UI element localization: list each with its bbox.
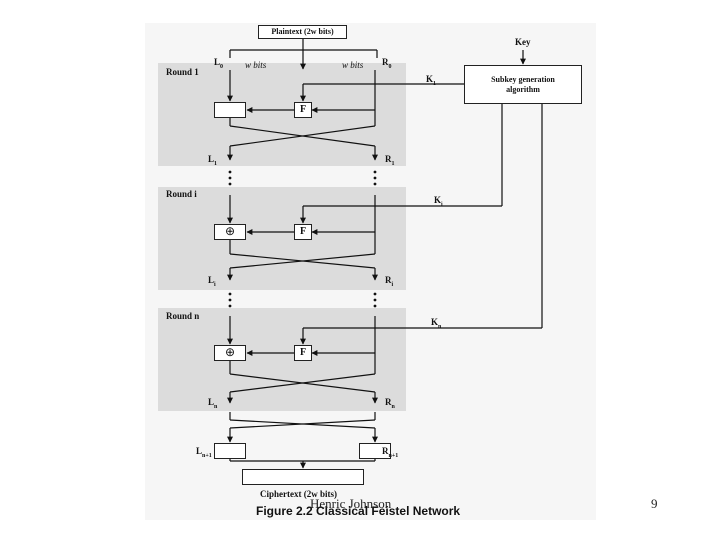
w-bits-left-label: w bits bbox=[245, 60, 267, 70]
label-rn1-base: R bbox=[382, 446, 389, 456]
round-1-f-label: F bbox=[299, 104, 307, 116]
label-k1: K1 bbox=[426, 75, 436, 87]
label-r0-sub: 0 bbox=[388, 63, 392, 70]
label-r1-sub: 1 bbox=[391, 160, 395, 167]
label-li-sub: i bbox=[214, 281, 216, 288]
round-n-xor-icon: ⊕ bbox=[224, 345, 236, 360]
label-l1-sub: 1 bbox=[214, 160, 218, 167]
label-rn1: Rn+1 bbox=[382, 447, 398, 459]
label-k1-base: K bbox=[426, 74, 434, 84]
round-1-panel bbox=[158, 63, 406, 166]
label-ln: Ln bbox=[208, 398, 217, 410]
ciphertext-box bbox=[242, 469, 364, 485]
label-k1-sub: 1 bbox=[433, 80, 437, 87]
label-ki-sub: i bbox=[441, 201, 443, 208]
output-right-box bbox=[359, 443, 391, 459]
plaintext-box: Plaintext (2w bits) bbox=[258, 25, 347, 39]
round-1-f-box: F bbox=[294, 102, 312, 118]
round-i-xor-box: ⊕ bbox=[214, 224, 246, 240]
ciphertext-label: Ciphertext (2w bits) bbox=[260, 489, 337, 499]
subkey-generation-box: Subkey generation algorithm bbox=[464, 65, 582, 104]
label-l0-base: L bbox=[214, 57, 221, 67]
round-i-xor-icon: ⊕ bbox=[224, 224, 236, 239]
round-n-title: Round n bbox=[166, 311, 200, 321]
label-rn-sub: n bbox=[391, 403, 395, 410]
label-r1-base: R bbox=[385, 154, 392, 164]
label-ln1-sub: n+1 bbox=[202, 452, 212, 459]
figure-caption: Figure 2.2 Classical Feistel Network bbox=[256, 504, 461, 518]
label-rn: Rn bbox=[385, 398, 395, 410]
label-ln1: Ln+1 bbox=[196, 447, 212, 459]
round-i-f-box: F bbox=[294, 224, 312, 240]
w-bits-right-label: w bits bbox=[342, 60, 364, 70]
label-ln-sub: n bbox=[214, 403, 218, 410]
label-li: Li bbox=[208, 276, 216, 288]
label-ri: Ri bbox=[385, 276, 393, 288]
label-kn-sub: n bbox=[438, 323, 442, 330]
label-ki-base: K bbox=[434, 195, 442, 205]
round-1-title: Round 1 bbox=[166, 67, 199, 77]
label-ri-base: R bbox=[385, 275, 392, 285]
label-l0: L0 bbox=[214, 58, 223, 70]
footer-author: Henric Johnson bbox=[310, 496, 392, 511]
round-n-f-label: F bbox=[299, 347, 307, 359]
round-n-panel bbox=[158, 308, 406, 411]
label-kn-base: K bbox=[431, 317, 439, 327]
label-ln1-base: L bbox=[196, 446, 203, 456]
label-r1: R1 bbox=[385, 155, 395, 167]
round-i-title: Round i bbox=[166, 189, 197, 199]
round-i-panel bbox=[158, 187, 406, 290]
label-l0-sub: 0 bbox=[220, 63, 224, 70]
round-n-xor-box: ⊕ bbox=[214, 345, 246, 361]
label-ki: Ki bbox=[434, 196, 443, 208]
round-i-f-label: F bbox=[299, 226, 307, 238]
key-label: Key bbox=[515, 37, 531, 47]
round-1-xor-box bbox=[214, 102, 246, 118]
slide-page-number: 9 bbox=[651, 496, 658, 511]
label-r0: R0 bbox=[382, 58, 392, 70]
label-rn1-sub: n+1 bbox=[388, 452, 399, 459]
label-li-base: L bbox=[208, 275, 215, 285]
output-left-box bbox=[214, 443, 246, 459]
round-n-f-box: F bbox=[294, 345, 312, 361]
plaintext-label: Plaintext (2w bits) bbox=[271, 27, 334, 37]
label-l1-base: L bbox=[208, 154, 215, 164]
label-ln-base: L bbox=[208, 397, 215, 407]
label-r0-base: R bbox=[382, 57, 389, 67]
label-l1: L1 bbox=[208, 155, 217, 167]
label-kn: Kn bbox=[431, 318, 441, 330]
label-rn-base: R bbox=[385, 397, 392, 407]
subkey-generation-label: Subkey generation algorithm bbox=[491, 75, 555, 94]
label-ri-sub: i bbox=[391, 281, 394, 288]
